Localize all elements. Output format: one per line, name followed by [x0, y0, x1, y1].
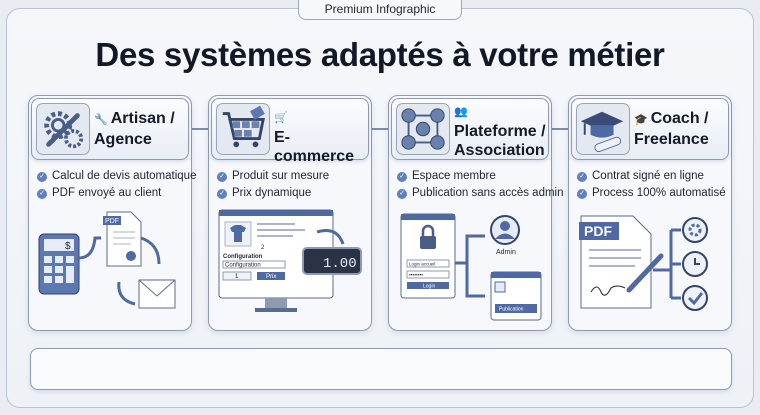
svg-text:Login: Login: [423, 284, 435, 290]
check-icon: ✓: [37, 188, 47, 199]
bullet: ✓Publication sans accès admin: [397, 185, 564, 202]
check-icon: ✓: [217, 171, 227, 182]
check-icon: ✓: [217, 188, 227, 199]
contract-signing-illustration: PDF: [579, 215, 708, 311]
svg-text:Publication: Publication: [499, 307, 524, 313]
svg-text:1: 1: [235, 274, 239, 280]
bottom-banner: [30, 348, 732, 390]
bullet: ✓Prix dynamique: [217, 185, 369, 202]
svg-text:PDF: PDF: [105, 218, 119, 225]
graduation-icon: 🎓: [634, 114, 648, 126]
svg-text:1.00: 1.00: [323, 256, 357, 272]
card-platform: 👥 Plateforme / Association ✓Espace membre…: [388, 95, 564, 331]
svg-text:Login accueil: Login accueil: [409, 262, 435, 267]
card-coach: 🎓Coach / Freelance ✓Contrat signé en lig…: [568, 95, 732, 331]
connector: [552, 128, 570, 130]
card-artisan: 🔧Artisan / Agence ✓Calcul de devis autom…: [28, 95, 196, 331]
wrench-gear-icon: [36, 103, 90, 155]
svg-text:Prix: Prix: [266, 274, 276, 280]
shopping-cart-icon: [216, 103, 270, 155]
card-title: Artisan / Agence: [94, 110, 175, 148]
cart-icon: 🛒: [274, 112, 288, 124]
svg-text:$: $: [65, 241, 71, 252]
wrench-icon: 🔧: [94, 114, 108, 126]
svg-text:Configuration: Configuration: [223, 254, 263, 260]
svg-text:Configuration: Configuration: [225, 263, 261, 269]
members-network-icon: [396, 103, 450, 155]
check-icon: ✓: [37, 171, 47, 182]
svg-text:••••••••: ••••••••: [409, 273, 423, 279]
check-icon: ✓: [397, 171, 407, 182]
bullet: ✓Espace membre: [397, 168, 549, 185]
product-configurator-illustration: 2 Configuration Configuration 1 Prix 1.0…: [218, 209, 362, 312]
bullet: ✓Produit sur mesure: [217, 168, 369, 185]
card-header: 🛒 E-commerce: [211, 98, 369, 165]
card-title: E-commerce: [274, 129, 355, 165]
card-title: Plateforme / Association: [454, 123, 546, 159]
connector: [372, 128, 390, 130]
svg-text:PDF: PDF: [584, 223, 612, 239]
bullet: ✓Calcul de devis automatique: [37, 168, 196, 185]
connector: [192, 128, 210, 130]
card-header: 👥 Plateforme / Association: [391, 98, 549, 160]
check-icon: ✓: [397, 188, 407, 199]
bullet: ✓PDF envoyé au client: [37, 185, 189, 202]
card-ecommerce: 🛒 E-commerce ✓Produit sur mesure ✓Prix dy…: [208, 95, 372, 331]
card-header: 🎓Coach / Freelance: [571, 98, 729, 160]
card-title: Coach / Freelance: [634, 110, 709, 148]
graduation-cap-icon: [576, 103, 630, 155]
svg-text:2: 2: [261, 245, 265, 251]
bullet: ✓Contrat signé en ligne: [577, 168, 729, 185]
quote-workflow-illustration: $ PDF: [38, 211, 176, 309]
member-login-illustration: Login accueil •••••••• Login Admin Publi…: [400, 213, 542, 321]
bullet: ✓Process 100% automatisé: [577, 185, 729, 202]
check-icon: ✓: [577, 171, 587, 182]
card-header: 🔧Artisan / Agence: [31, 98, 189, 160]
svg-text:Admin: Admin: [496, 249, 516, 256]
check-icon: ✓: [577, 188, 587, 199]
premium-badge: Premium Infographic: [298, 0, 462, 20]
page-title: Des systèmes adaptés à votre métier: [95, 36, 665, 73]
users-icon: 👥: [454, 106, 468, 118]
